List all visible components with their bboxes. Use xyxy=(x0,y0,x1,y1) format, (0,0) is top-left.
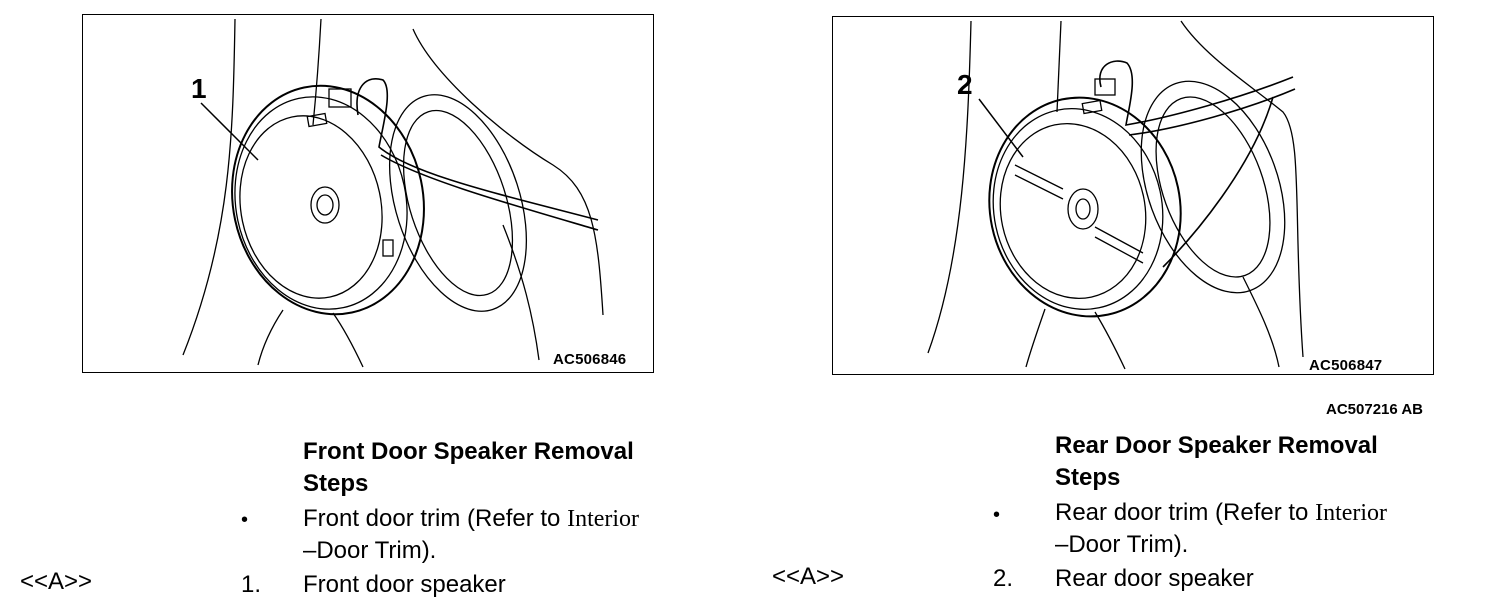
rear-item2-text: Rear door speaker xyxy=(1055,565,1254,592)
rear-figure-id: AC506847 xyxy=(1309,357,1383,374)
rear-door-speaker-figure: 2 AC506847 xyxy=(832,16,1434,375)
rear-item1: Rear door trim (Refer to Interior xyxy=(1055,497,1387,529)
rear-section-heading: Rear Door Speaker Removal Steps xyxy=(1055,430,1475,494)
front-figure-id: AC506846 xyxy=(553,351,627,368)
front-ref-tag: <<A>> xyxy=(20,568,93,595)
front-item2-number: 1. xyxy=(241,571,262,598)
rear-speaker-callout: 2 xyxy=(957,69,973,100)
front-heading-line2: Steps xyxy=(303,470,369,497)
front-item1-text: Front door trim (Refer to xyxy=(303,505,561,532)
sheet-figure-id: AC507216 AB xyxy=(1326,401,1423,418)
rear-item1-continuation: –Door Trim). xyxy=(1055,531,1189,558)
rear-ref-tag: <<A>> xyxy=(772,563,845,590)
rear-item1-text: Rear door trim (Refer to xyxy=(1055,499,1309,526)
front-speaker-illustration xyxy=(182,18,604,368)
rear-bullet-marker: • xyxy=(993,504,1001,526)
front-door-speaker-figure: 1 AC506846 xyxy=(82,14,654,373)
front-bullet-marker: • xyxy=(241,509,249,531)
rear-item1-link[interactable]: Interior xyxy=(1315,500,1388,526)
front-item1-continuation: –Door Trim). xyxy=(303,537,437,564)
rear-speaker-illustration xyxy=(927,20,1304,370)
front-item2-text: Front door speaker xyxy=(303,571,506,598)
front-heading-line1: Front Door Speaker Removal xyxy=(303,438,634,465)
front-item1-link[interactable]: Interior xyxy=(567,506,640,532)
front-speaker-callout: 1 xyxy=(191,73,207,104)
rear-heading-line1: Rear Door Speaker Removal xyxy=(1055,432,1378,459)
rear-item2-number: 2. xyxy=(993,565,1014,592)
front-item1: Front door trim (Refer to Interior xyxy=(303,503,639,535)
rear-heading-line2: Steps xyxy=(1055,464,1121,491)
front-section-heading: Front Door Speaker Removal Steps xyxy=(303,436,723,500)
